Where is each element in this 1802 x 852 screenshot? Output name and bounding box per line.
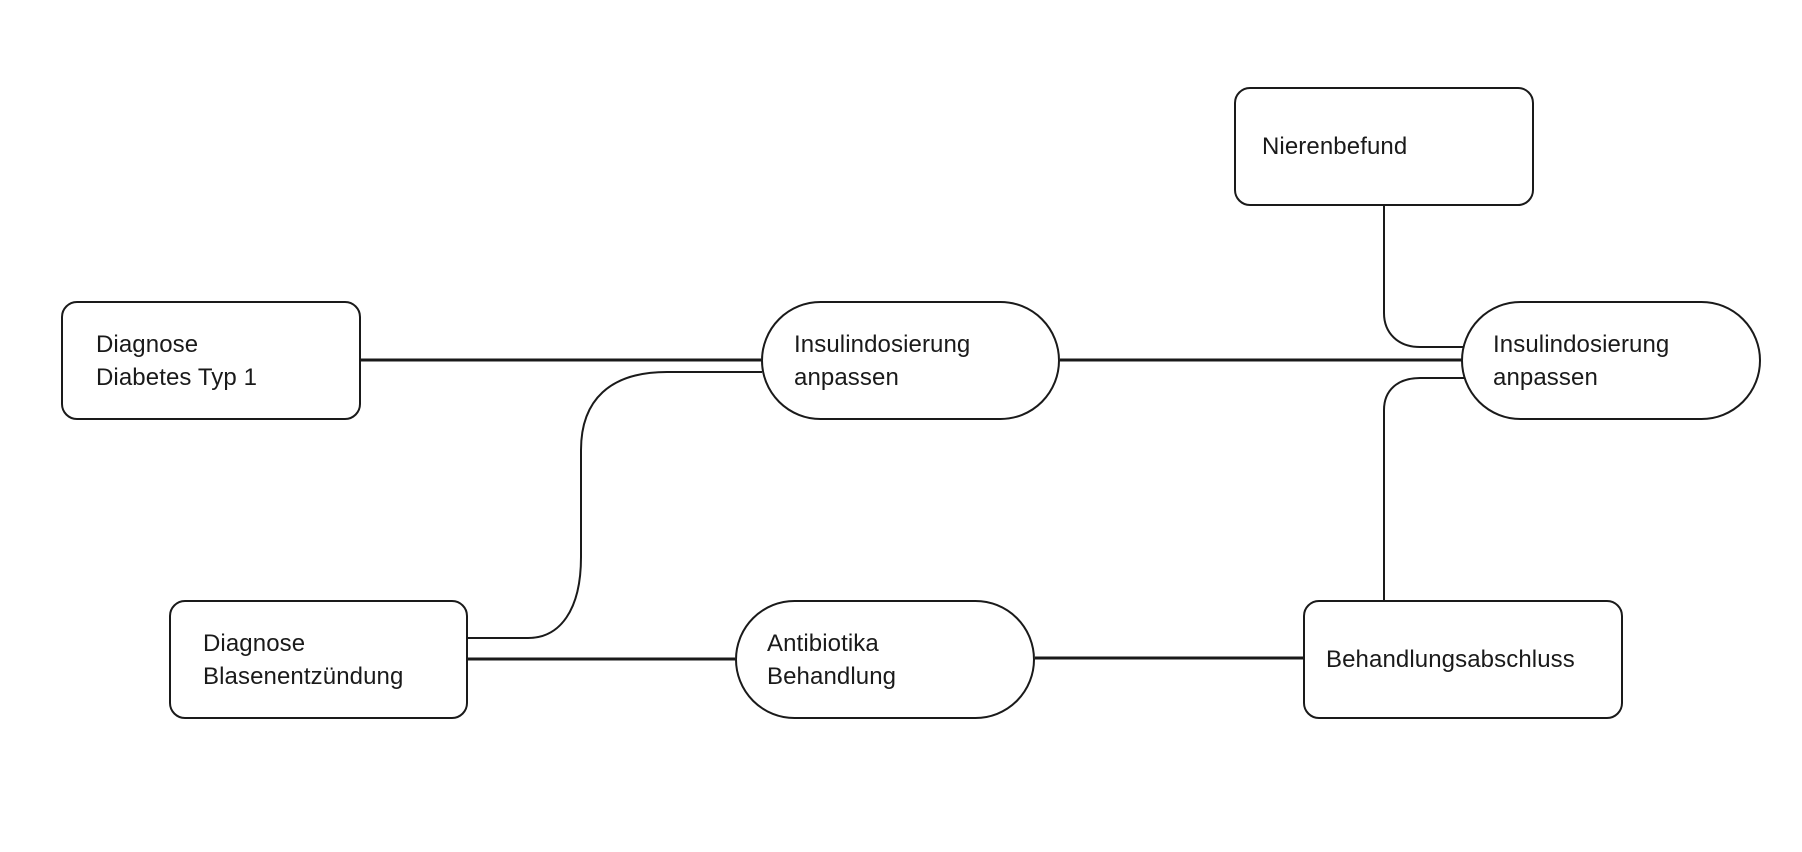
node-label-line: Insulindosierung [794, 330, 971, 358]
node-label-line: Nierenbefund [1262, 133, 1408, 160]
edge-abschluss-to-insulin-2 [1383, 377, 1464, 600]
edge-blasen-to-insulin-1 [468, 371, 762, 639]
node-diagnose-diabetes[interactable]: Diagnose Diabetes Typ 1 [61, 301, 361, 420]
node-label-line: Antibiotika [767, 629, 879, 657]
node-label-line: Blasenentzündung [203, 662, 404, 690]
node-insulindosierung-2[interactable]: Insulindosierung anpassen [1461, 301, 1761, 420]
node-label-line: anpassen [794, 363, 899, 391]
node-antibiotika-behandlung[interactable]: Antibiotika Behandlung [735, 600, 1035, 719]
node-behandlungsabschluss[interactable]: Behandlungsabschluss [1303, 600, 1623, 719]
node-label-line: Insulindosierung [1493, 330, 1670, 358]
node-insulindosierung-1[interactable]: Insulindosierung anpassen [761, 301, 1060, 420]
node-label-line: Diabetes Typ 1 [96, 363, 258, 391]
node-label-line: Behandlung [767, 662, 897, 690]
node-diagnose-blasenentzuendung[interactable]: Diagnose Blasenentzündung [169, 600, 468, 719]
node-label-line: Behandlungsabschluss [1326, 646, 1575, 673]
edge-nierenbefund-to-insulin-2 [1383, 206, 1464, 348]
node-label-line: anpassen [1493, 363, 1598, 391]
node-nierenbefund[interactable]: Nierenbefund [1234, 87, 1534, 206]
node-label-line: Diagnose [96, 330, 199, 358]
node-label-line: Diagnose [203, 629, 306, 657]
